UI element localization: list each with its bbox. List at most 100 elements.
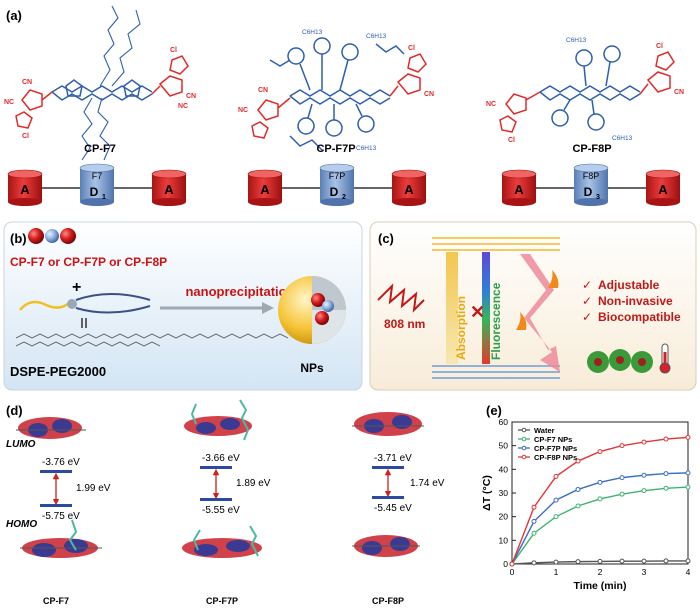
y-tick-label: 60 (499, 417, 509, 427)
data-point (641, 558, 647, 564)
data-point (663, 558, 669, 564)
dumbbell-3: A F8P D 3 A (501, 163, 681, 206)
energy-diagram-cp-f8p: -3.71 eV 1.74 eV -5.45 eV (372, 453, 445, 514)
legend-swatch-marker (521, 454, 527, 460)
data-point (619, 475, 625, 481)
y-axis-label: ΔT (°C) (481, 475, 493, 511)
y-tick-label: 20 (499, 512, 509, 522)
data-point (597, 558, 603, 564)
series-line-3 (511, 472, 689, 565)
data-point (597, 496, 603, 502)
dumbbell-1: A F7 D 1 A (7, 163, 187, 206)
chain-label-1: C6H13 (302, 29, 323, 36)
data-point (619, 491, 625, 497)
data-point (531, 530, 537, 536)
legend-entry: Water (534, 426, 555, 435)
data-point (575, 458, 581, 464)
donor-sub: 1 (102, 194, 106, 201)
energy-levels-top (432, 237, 560, 251)
data-point (685, 434, 691, 440)
donor-tag: F7 (92, 171, 103, 181)
atom-nc-4: NC (486, 101, 496, 108)
panel-label-c: (c) (378, 231, 394, 246)
chain-label-4: C6H13 (566, 37, 587, 44)
panel-label-a: (a) (6, 8, 22, 23)
acceptor-label-2: A (164, 182, 174, 197)
x-tick-label: 2 (598, 567, 603, 577)
panel-label-b: (b) (10, 231, 27, 246)
lumo-energy-cp-f7p: -3.66 eV (202, 453, 240, 464)
chain-label-3: C6H13 (356, 145, 377, 152)
lumo-energy-cp-f7: -3.76 eV (42, 457, 80, 468)
gap-cp-f7p: 1.89 eV (236, 478, 271, 489)
panel-label-e: (e) (486, 403, 502, 418)
column-name-cp-f8p: CP-F8P (372, 596, 404, 606)
y-tick-label: 50 (499, 441, 509, 451)
data-point (553, 497, 559, 503)
check-icon-3: ✓ (582, 310, 592, 324)
data-point (597, 479, 603, 485)
atom-nc-2: NC (178, 103, 188, 110)
legend-swatch-marker (521, 427, 527, 433)
homo-orbital-cp-f7 (20, 519, 102, 558)
y-tick-label: 0 (503, 559, 508, 569)
atom-cl-5: Cl (656, 43, 663, 50)
donor-tag-2: F7P (329, 171, 346, 181)
fluorescence-label: Fluorescence (489, 282, 503, 360)
atom-cn-4: CN (424, 91, 434, 98)
data-point (553, 473, 559, 479)
legend-swatch-marker (521, 445, 527, 451)
data-point (641, 488, 647, 494)
lumo-label: LUMO (6, 439, 36, 450)
data-point (685, 470, 691, 476)
polymer-choices: CP-F7 or CP-F7P or CP-F8P (10, 255, 167, 269)
molecule-cp-f8p: C6H13 C6H13 NC Cl Cl CN CP-F8P (486, 37, 684, 155)
flame-icon-1 (548, 270, 559, 288)
data-point (685, 558, 691, 564)
lipid-illustration (15, 293, 289, 347)
acceptor-label-3: A (260, 182, 270, 197)
data-point (663, 485, 669, 491)
molecule-name-cp-f7: CP-F7 (84, 143, 116, 155)
energy-diagram-cp-f7p: -3.66 eV 1.89 eV -5.55 eV (200, 453, 271, 516)
absorption-arrow-bar (446, 252, 458, 364)
molecule-cp-f7: NC CN Cl Cl CN NC CP-F7 (4, 5, 196, 161)
cross-mark-icon: ✕ (470, 302, 485, 322)
fluorescence-arrow-bar (482, 252, 490, 364)
atom-cn-3: CN (258, 87, 268, 94)
laser-wavelength: 808 nm (384, 317, 425, 331)
tumor-cells-icon (587, 349, 653, 373)
molecule-name-cp-f7p: CP-F7P (316, 143, 355, 155)
chain-label-2: C6H13 (366, 33, 387, 40)
check-icon-1: ✓ (582, 278, 592, 292)
lumo-orbital-cp-f7 (16, 417, 86, 439)
nanoparticle-icon (278, 276, 346, 344)
atom-nc-3: NC (238, 107, 248, 114)
dumbbell-2: A F7P D 2 A (247, 163, 427, 206)
acceptor-cylinder-right: A (151, 169, 187, 206)
absorption-label: Absorption (454, 296, 468, 360)
lipid-name: DSPE-PEG2000 (10, 364, 106, 379)
acceptor-label-6: A (658, 182, 668, 197)
feature-list: ✓ Adjustable ✓ Non-invasive ✓ Biocompati… (582, 278, 681, 324)
data-point (663, 436, 669, 442)
homo-orbital-cp-f7p (182, 525, 262, 558)
donor-tag-3: F8P (583, 171, 600, 181)
x-tick-label: 3 (642, 567, 647, 577)
data-point (597, 449, 603, 455)
lumo-orbital-cp-f7p (184, 399, 252, 441)
column-name-cp-f7p: CP-F7P (206, 596, 238, 606)
plus-sign: + (72, 279, 81, 296)
y-tick-label: 30 (499, 488, 509, 498)
data-point (641, 439, 647, 445)
x-axis-label: Time (min) (574, 580, 627, 592)
panel-label-d: (d) (6, 403, 23, 418)
homo-energy-cp-f8p: -5.45 eV (374, 503, 412, 514)
gap-cp-f7: 1.99 eV (76, 483, 111, 494)
chain-label-5: C6H13 (612, 135, 633, 142)
y-tick-label: 40 (499, 464, 509, 474)
x-tick-label: 4 (686, 567, 691, 577)
legend-entry: CP-F7P NPs (534, 444, 577, 453)
flame-icon-2 (516, 312, 527, 330)
